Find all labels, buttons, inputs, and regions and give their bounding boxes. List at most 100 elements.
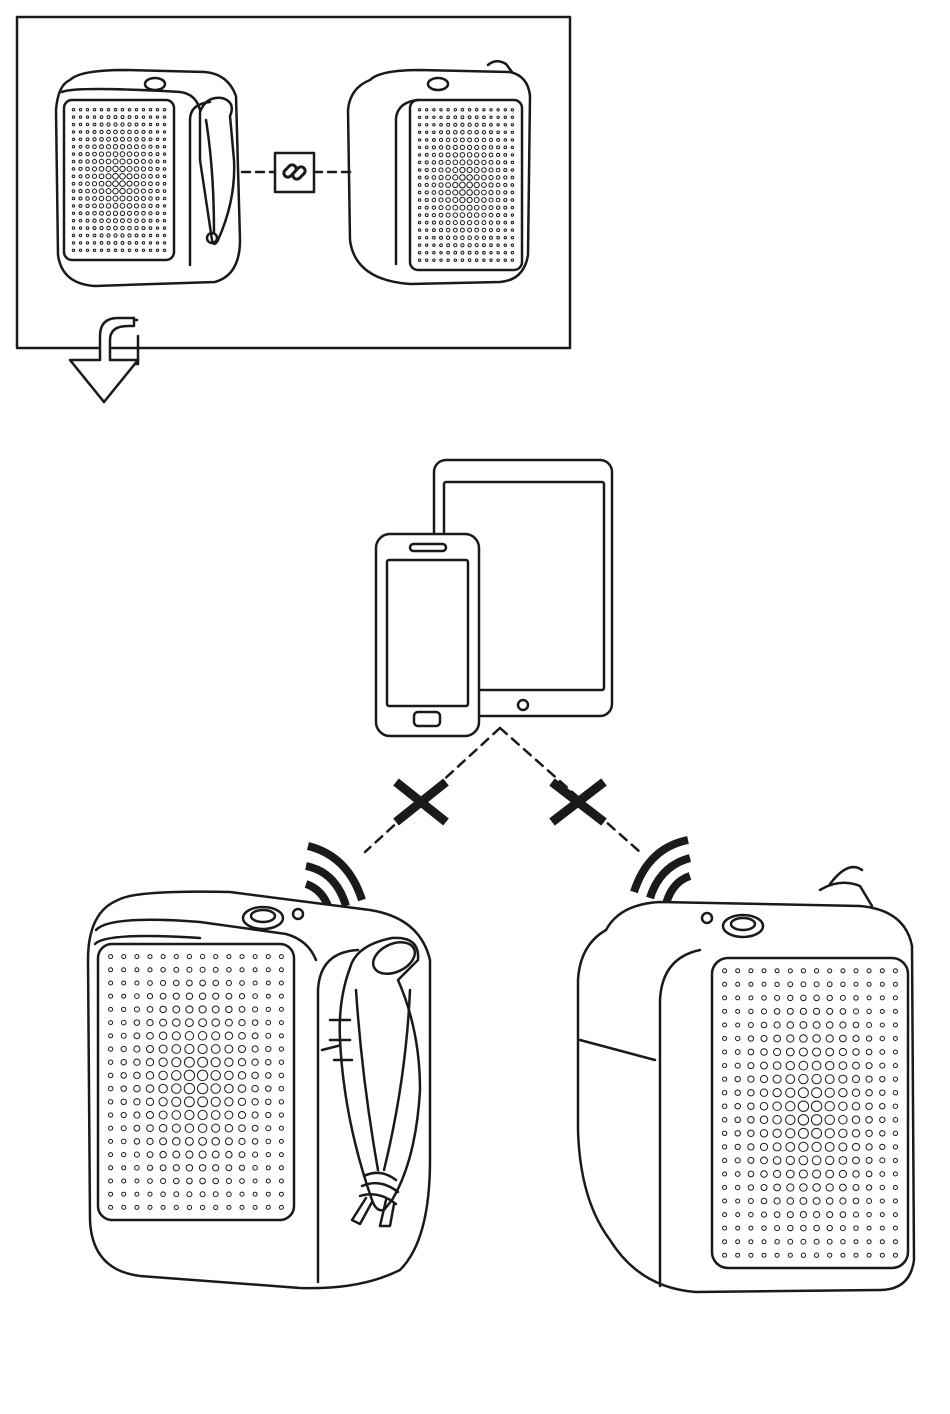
- grille-dot: [106, 145, 110, 149]
- grille-dot: [92, 189, 96, 193]
- grille-dot: [504, 124, 506, 126]
- x-mark-icon-right: [552, 782, 604, 822]
- grille-dot: [468, 236, 472, 240]
- grille-dot: [127, 211, 131, 215]
- grille-dot: [468, 116, 471, 119]
- grille-dot: [446, 221, 450, 225]
- grille-dot: [142, 138, 145, 141]
- grille-dot: [511, 131, 513, 133]
- grille-dot: [79, 145, 82, 148]
- grille-dot: [460, 160, 465, 165]
- grille-dot: [425, 153, 428, 156]
- grille-dot: [432, 198, 436, 202]
- grille-dot: [483, 109, 485, 111]
- grille-dot: [72, 109, 74, 111]
- grille-dot: [163, 168, 166, 171]
- grille-dot: [446, 138, 450, 142]
- grille-dot: [467, 160, 472, 165]
- grille-dot: [79, 227, 81, 229]
- grille-dot: [121, 123, 124, 126]
- grille-dot: [497, 109, 499, 111]
- grille-dot: [467, 182, 473, 188]
- grille-dot: [127, 189, 132, 194]
- grille-dot: [460, 213, 465, 218]
- grille-dot: [156, 227, 158, 229]
- grille-dot: [497, 229, 500, 232]
- grille-dot: [100, 226, 103, 229]
- grille-dot: [418, 116, 420, 118]
- grille-dot: [439, 153, 443, 157]
- grille-dot: [489, 213, 493, 217]
- grille-dot: [511, 184, 514, 187]
- grille-dot: [121, 137, 125, 141]
- grille-dot: [149, 123, 151, 125]
- grille-dot: [425, 191, 428, 194]
- grille-dot: [439, 228, 442, 231]
- grille-dot: [134, 204, 138, 208]
- grille-dot: [128, 249, 131, 252]
- grille-dot: [433, 116, 435, 118]
- grille-dot: [100, 219, 104, 223]
- grille-dot: [142, 109, 144, 111]
- grille-dot: [149, 204, 152, 207]
- grille-dot: [468, 123, 471, 126]
- grille-dot: [475, 236, 478, 239]
- grille-dot: [461, 236, 465, 240]
- grille-dot: [504, 161, 507, 164]
- grille-dot: [489, 175, 493, 179]
- grille-dot: [156, 123, 158, 125]
- grille-dot: [497, 221, 500, 224]
- grille-dot: [149, 212, 152, 215]
- grille-dot: [99, 159, 103, 163]
- grille-dot: [72, 123, 74, 125]
- grille-dot: [490, 244, 493, 247]
- grille-dot: [120, 196, 125, 201]
- grille-dot: [114, 249, 117, 252]
- grille-dot: [107, 108, 110, 111]
- grille-dot: [497, 131, 500, 134]
- grille-dot: [120, 211, 124, 215]
- grille-dot: [496, 183, 500, 187]
- grille-dot: [496, 198, 500, 202]
- grille-dot: [149, 109, 151, 111]
- grille-dot: [432, 146, 435, 149]
- grille-dot: [93, 242, 95, 244]
- grille-dot: [446, 198, 451, 203]
- grille-dot: [86, 145, 89, 148]
- grille-dot: [72, 227, 74, 229]
- grille-dot: [490, 236, 493, 239]
- grille-dot: [504, 221, 507, 224]
- grille-dot: [100, 249, 102, 251]
- grille-dot: [511, 116, 513, 118]
- grille-dot: [418, 214, 420, 216]
- grille-dot: [460, 153, 465, 158]
- grille-dot: [134, 196, 138, 200]
- grille-dot: [86, 123, 88, 125]
- grille-dot: [79, 160, 82, 163]
- grille-dot: [72, 234, 74, 236]
- grille-dot: [440, 244, 443, 247]
- grille-dot: [490, 259, 492, 261]
- grille-dot: [461, 259, 464, 262]
- grille-dot: [440, 109, 442, 111]
- grille-dot: [474, 213, 478, 217]
- grille-dot: [127, 152, 132, 157]
- grille-dot: [113, 166, 118, 171]
- grille-dot: [156, 109, 158, 111]
- grille-dot: [453, 175, 458, 180]
- grille-dot: [468, 109, 471, 112]
- grille-dot: [127, 204, 132, 209]
- grille-dot: [440, 259, 442, 261]
- grille-dot: [418, 191, 421, 194]
- grille-dot: [447, 123, 450, 126]
- grille-dot: [439, 146, 443, 150]
- grille-dot: [418, 259, 420, 261]
- grille-dot: [474, 160, 479, 165]
- grille-dot: [93, 212, 97, 216]
- grille-dot: [142, 212, 146, 216]
- grille-dot: [460, 190, 466, 196]
- grille-dot: [504, 109, 506, 111]
- grille-dot: [432, 153, 435, 156]
